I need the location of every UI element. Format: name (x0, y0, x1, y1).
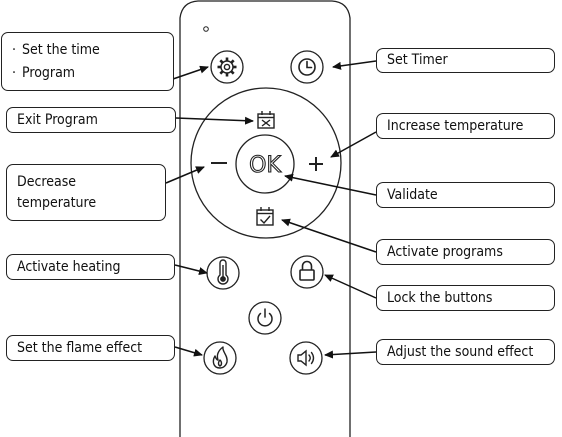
label-set-timer: Set Timer (387, 52, 448, 68)
flame-button[interactable] (203, 341, 237, 375)
label-validate: Validate (387, 186, 438, 203)
clock-icon (298, 58, 316, 76)
callout-set-time-program: Set the time Program (1, 32, 174, 91)
speaker-icon (297, 349, 315, 367)
arrow-settings (172, 65, 209, 80)
callout-validate: Validate (376, 182, 555, 208)
callout-increase-temperature: Increase temperature (376, 113, 555, 139)
label-decrease-temperature-1: Decrease (17, 173, 77, 190)
arrow-timer (332, 60, 377, 70)
callout-activate-programs: Activate programs (376, 239, 555, 265)
thermometer-icon (217, 259, 229, 285)
arrow-sound (324, 350, 377, 359)
callout-decrease-temperature: Decrease temperature (6, 164, 166, 221)
power-button[interactable] (248, 301, 282, 335)
arrow-validate (284, 173, 377, 196)
flame-icon (212, 346, 228, 369)
label-lock-buttons: Lock the buttons (387, 289, 493, 306)
activate-programs-button[interactable] (256, 207, 274, 226)
arrow-lock (324, 274, 377, 299)
plus-icon (309, 157, 323, 171)
exit-program-button[interactable] (257, 111, 275, 129)
label-set-time: Set the time (12, 42, 100, 59)
callout-sound-effect: Adjust the sound effect (376, 339, 555, 365)
arrow-increase (330, 131, 377, 158)
arrow-flame (174, 346, 203, 357)
arrow-heating (174, 264, 208, 275)
label-increase-temperature: Increase temperature (387, 117, 524, 134)
callout-flame-effect: Set the flame effect (6, 335, 175, 361)
timer-button[interactable] (290, 50, 324, 84)
label-exit-program: Exit Program (17, 111, 98, 128)
callout-lock-buttons: Lock the buttons (376, 285, 555, 311)
label-activate-heating: Activate heating (17, 258, 121, 275)
increase-button[interactable] (309, 157, 323, 171)
power-icon (257, 308, 273, 327)
label-flame-effect: Set the flame effect (17, 339, 143, 356)
settings-button[interactable] (210, 50, 244, 84)
callout-activate-heating: Activate heating (6, 254, 175, 280)
ok-button[interactable]: OK (235, 134, 295, 194)
ok-label: OK (249, 153, 281, 178)
calendar-check-icon (256, 207, 274, 226)
callout-exit-program: Exit Program (6, 107, 176, 133)
calendar-x-icon (257, 111, 275, 129)
label-sound-effect: Adjust the sound effect (387, 343, 534, 360)
padlock-icon (299, 260, 315, 281)
lock-button[interactable] (290, 255, 324, 289)
indicator-led (203, 26, 209, 32)
label-program: Program (12, 65, 75, 82)
callout-set-timer: Set Timer (376, 48, 555, 73)
label-decrease-temperature-2: temperature (17, 194, 97, 211)
arrow-activate-programs (281, 218, 377, 253)
label-activate-programs: Activate programs (387, 243, 503, 260)
gear-icon (217, 57, 237, 77)
arrow-decrease (165, 166, 205, 184)
sound-button[interactable] (289, 341, 323, 375)
arrow-exit-program (175, 116, 254, 125)
heating-button[interactable] (206, 256, 240, 290)
callout-arrows (165, 60, 377, 359)
